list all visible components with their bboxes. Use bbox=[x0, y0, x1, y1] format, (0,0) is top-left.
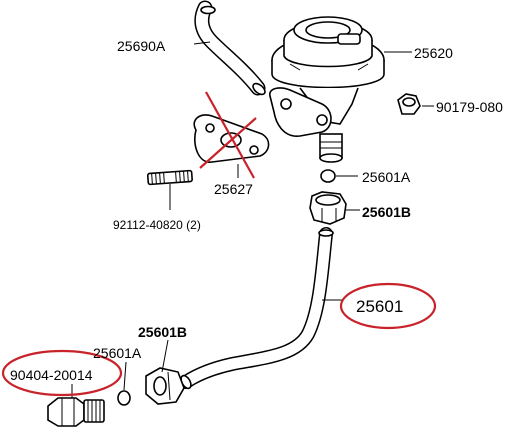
nut-25601b-top bbox=[309, 191, 347, 225]
egr-pipe-25601 bbox=[179, 227, 334, 390]
label-25601a-bottom: 25601A bbox=[93, 345, 142, 361]
gasket-25627 bbox=[193, 91, 270, 179]
highlight-25601 bbox=[339, 282, 437, 330]
nut-25601b-bottom bbox=[145, 367, 185, 405]
label-25620: 25620 bbox=[414, 45, 453, 61]
label-92112: 92112-40820 (2) bbox=[113, 218, 201, 232]
label-25601: 25601 bbox=[356, 297, 403, 316]
highlight-90404 bbox=[1, 349, 123, 397]
label-90179: 90179-080 bbox=[436, 99, 503, 115]
label-25627: 25627 bbox=[214, 181, 253, 197]
stud-92112 bbox=[146, 169, 193, 186]
leader-lines bbox=[71, 41, 434, 398]
label-25601b-top: 25601B bbox=[362, 204, 411, 220]
hose-25690a bbox=[194, 0, 266, 96]
label-25601a-top: 25601A bbox=[362, 169, 411, 185]
label-25601b-bottom: 25601B bbox=[138, 324, 187, 340]
ferrule-25601a-top bbox=[320, 169, 336, 183]
label-90404: 90404-20014 bbox=[10, 367, 93, 383]
ferrule-25601a-bottom bbox=[117, 390, 131, 406]
egr-valve-25620 bbox=[269, 16, 385, 163]
fitting-90404 bbox=[47, 397, 105, 427]
nut-90179 bbox=[397, 93, 421, 115]
label-25690a: 25690A bbox=[117, 38, 166, 54]
